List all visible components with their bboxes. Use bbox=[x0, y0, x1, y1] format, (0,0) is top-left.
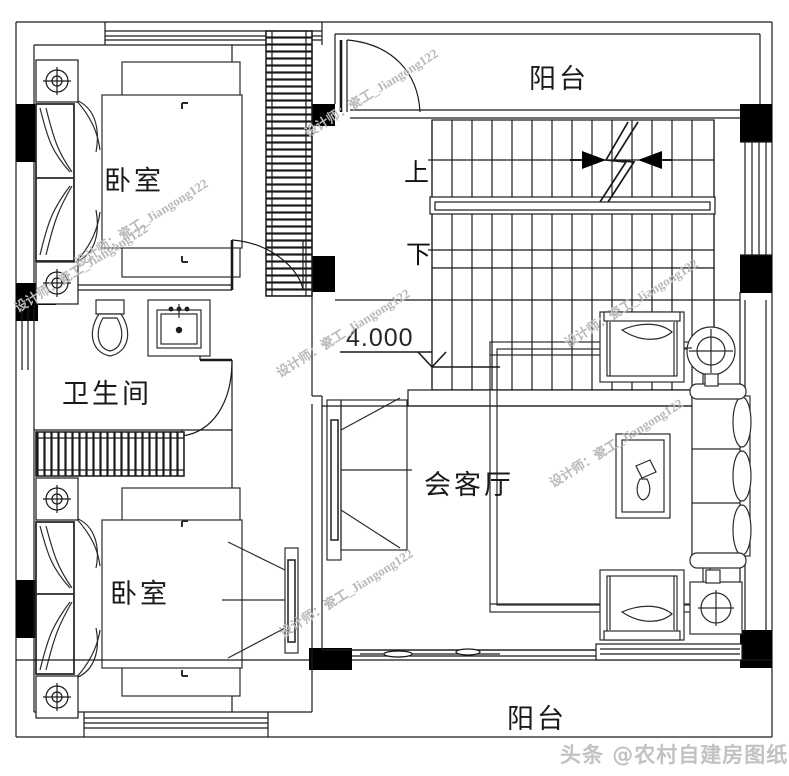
staircase bbox=[407, 119, 737, 407]
room-label-balcony-bottom: 阳台 bbox=[507, 704, 567, 735]
room-label-bedroom-top: 卧室 bbox=[104, 166, 164, 197]
bottom-credit: 头条 @农村自建房图纸 bbox=[560, 743, 789, 767]
room-label-bathroom: 卫生间 bbox=[62, 379, 152, 410]
wardrobe-top bbox=[265, 30, 313, 297]
sliding-door-lower bbox=[222, 541, 299, 659]
room-label-living-room: 会客厅 bbox=[424, 470, 514, 501]
center-partition bbox=[311, 45, 323, 712]
living-room-furniture bbox=[489, 311, 752, 641]
bedroom-top-furniture bbox=[35, 61, 243, 278]
stair-down-label: 下 bbox=[406, 240, 432, 269]
balcony-top-walls bbox=[334, 33, 761, 119]
balcony-bottom-walls bbox=[16, 643, 772, 661]
nightstand-lamp-bottom bbox=[35, 477, 79, 719]
door-bedroom-top bbox=[230, 239, 304, 291]
stair-up-label: 上 bbox=[404, 158, 430, 187]
bedroom-bottom-furniture bbox=[35, 487, 243, 697]
window-right-upper bbox=[740, 141, 772, 256]
elevation-marker bbox=[340, 351, 500, 369]
sliding-door-upper bbox=[326, 397, 412, 561]
room-label-bedroom-bottom: 卧室 bbox=[110, 579, 170, 610]
nightstand-lamp-top bbox=[35, 59, 79, 305]
door-balcony-top bbox=[339, 39, 421, 113]
room-label-balcony-top: 阳台 bbox=[529, 64, 589, 95]
elevation-value: 4.000 bbox=[346, 324, 414, 352]
bathroom-fixtures bbox=[91, 299, 211, 357]
wardrobe-bottom bbox=[35, 431, 185, 477]
